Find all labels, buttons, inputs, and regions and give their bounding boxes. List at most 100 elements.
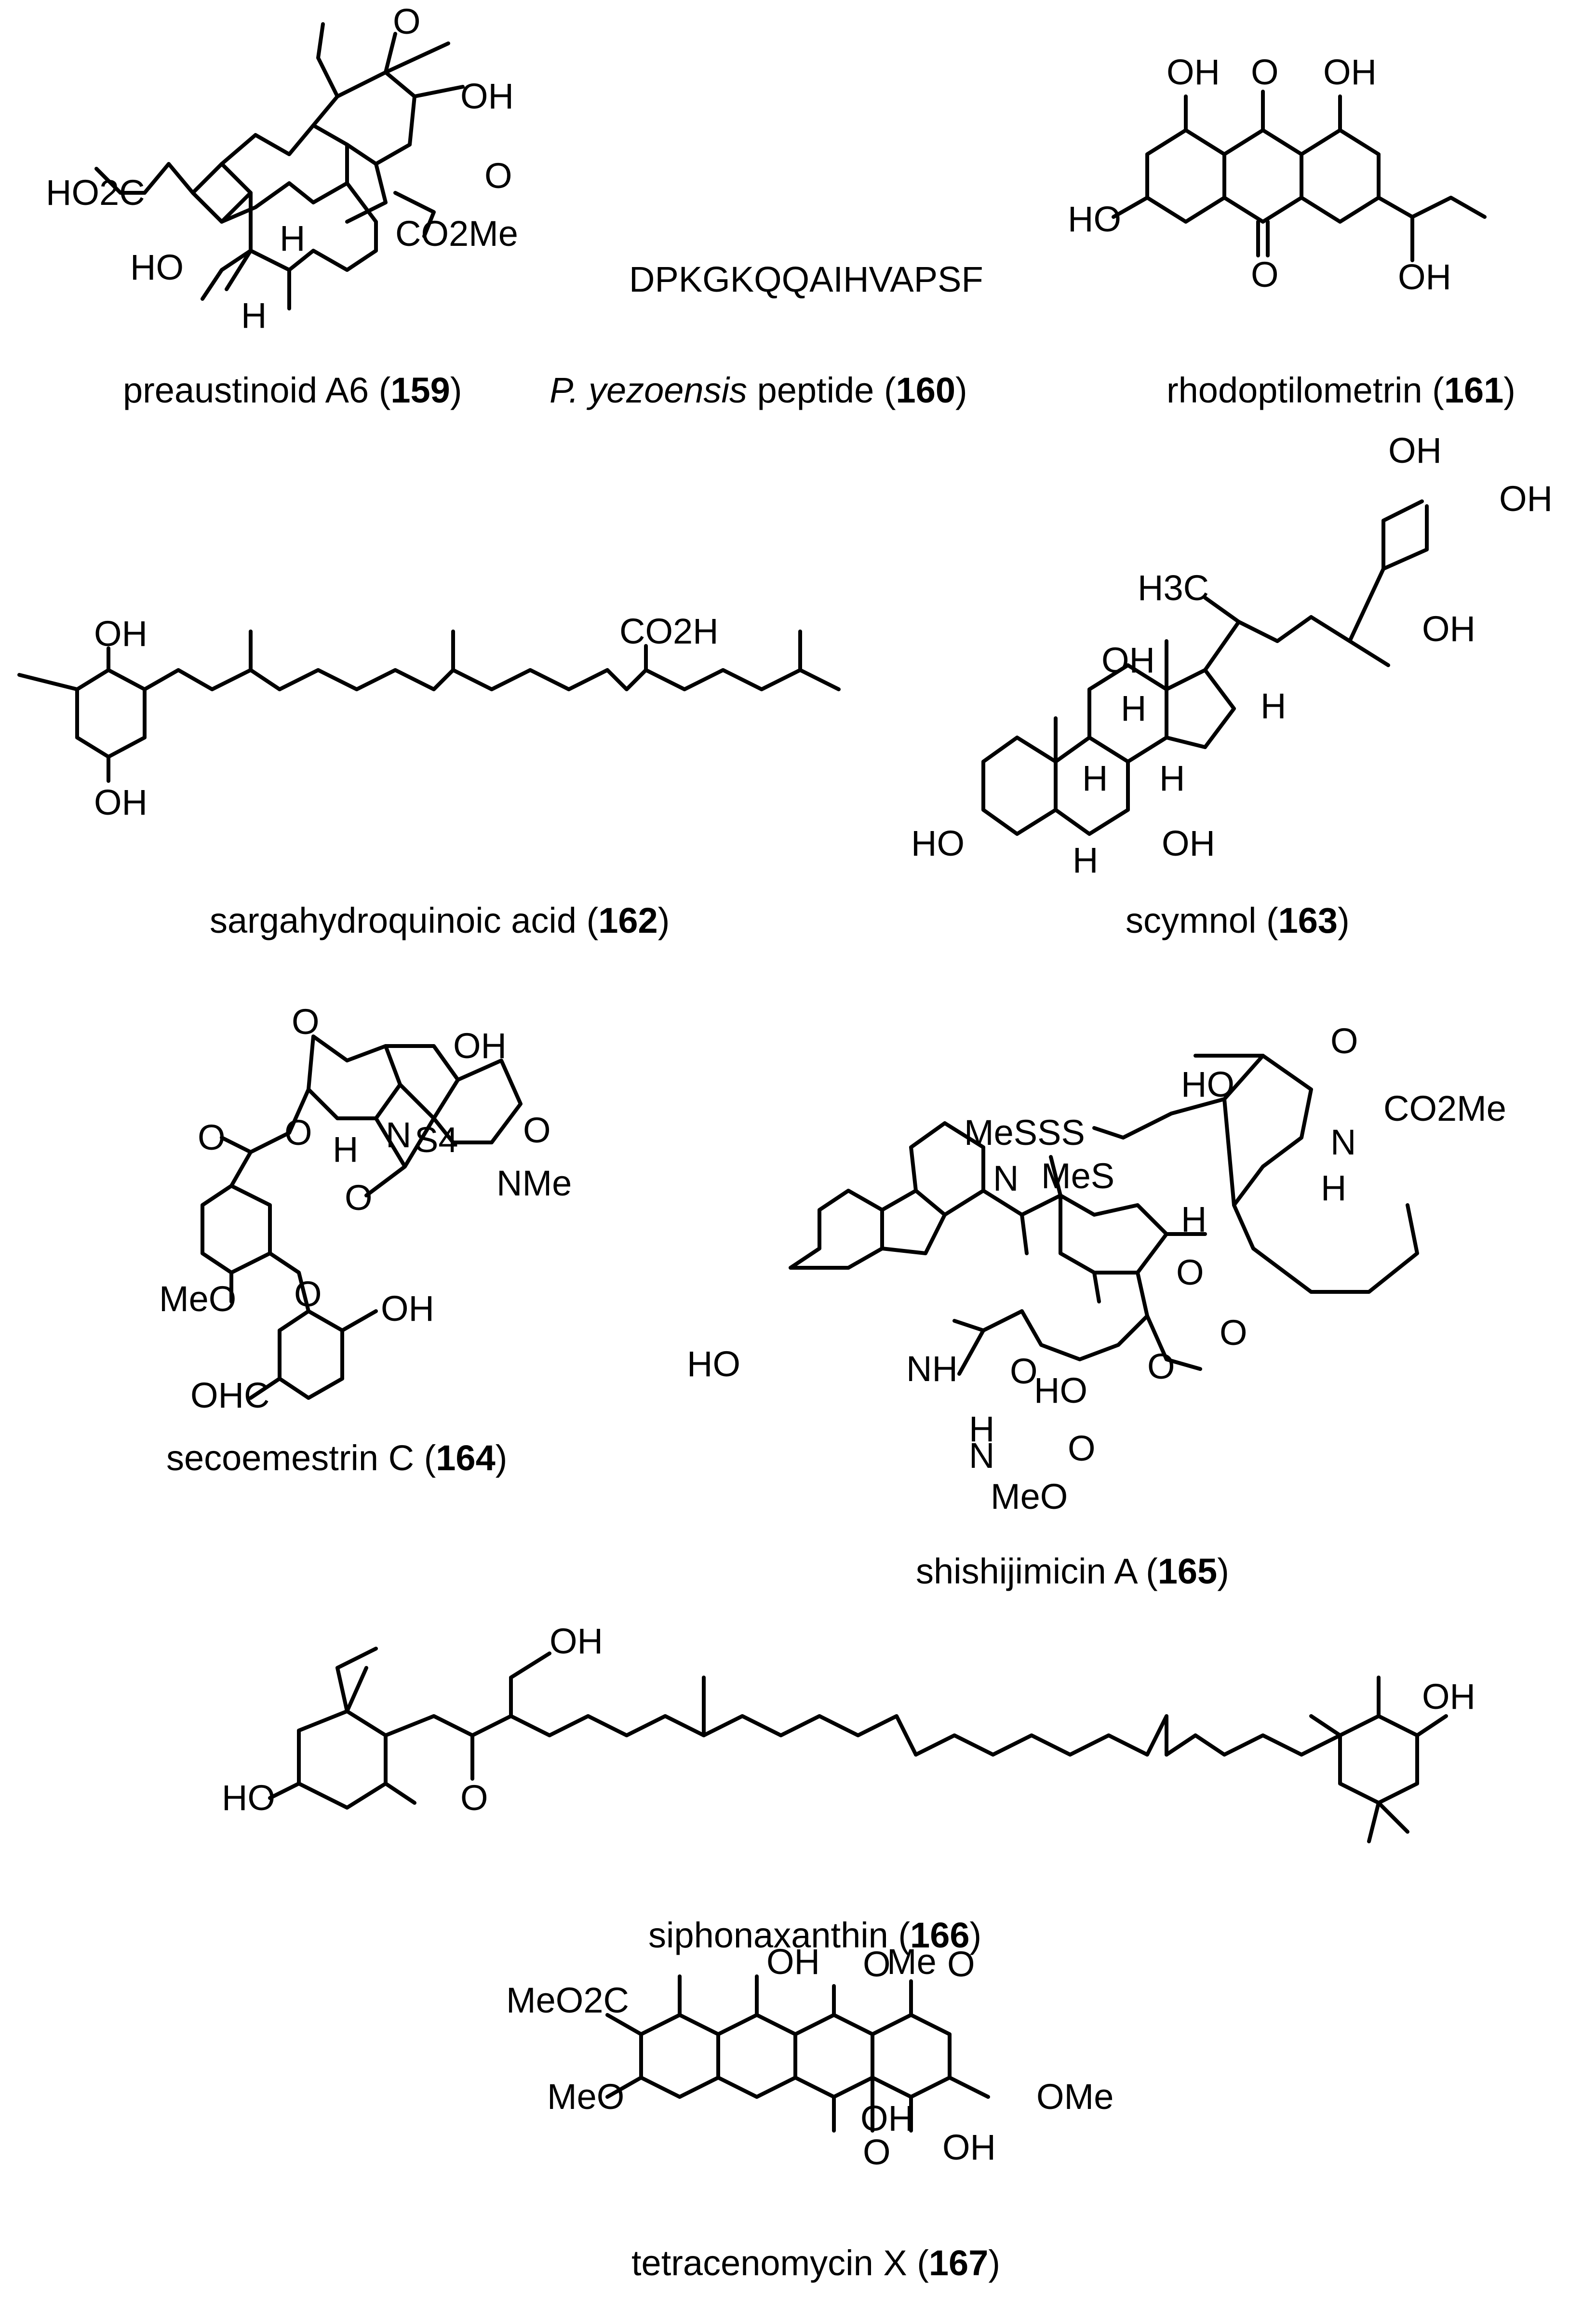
- caption-163-name: scymnol: [1126, 900, 1256, 940]
- label-159-co2me: CO2Me: [395, 214, 518, 254]
- label-163-oh-r: OH: [1499, 479, 1553, 519]
- label-165-o-sug2: O: [1147, 1346, 1175, 1386]
- label-167-o1: O: [863, 1944, 891, 1984]
- label-167-o3: O: [863, 2132, 891, 2172]
- caption-161: rhodoptilometrin (161): [1167, 370, 1516, 410]
- caption-162-number: 162: [598, 900, 657, 940]
- structure-161: OH O OH HO O OH: [1068, 52, 1487, 297]
- label-159-oh: OH: [460, 76, 514, 116]
- caption-160: P. yezoensis peptide (160): [550, 370, 967, 410]
- structure-163: OH OH H3C OH OH H H H H HO H OH: [911, 430, 1553, 880]
- structure-166: OH OH HO O: [222, 1621, 1475, 1843]
- label-165-n-am: N: [969, 1436, 994, 1476]
- caption-160-species: P. yezoensis: [550, 370, 747, 410]
- caption-166-number: 166: [910, 1915, 969, 1955]
- label-164-oh2: OH: [381, 1289, 434, 1329]
- label-164-o-link: O: [284, 1113, 312, 1153]
- label-165-nh-ind: NH: [906, 1349, 958, 1389]
- label-166-o: O: [460, 1778, 488, 1818]
- label-165-meo: MeO: [991, 1476, 1068, 1517]
- label-159-ho: HO: [130, 247, 184, 287]
- label-164-h: H: [333, 1129, 358, 1169]
- label-165-messs: MeSSS: [964, 1113, 1085, 1153]
- label-167-ome-r: OMe: [1036, 2077, 1113, 2117]
- label-165-o-top: O: [1330, 1021, 1358, 1061]
- label-164-nme: NMe: [496, 1163, 572, 1203]
- label-163-oh7: OH: [1162, 823, 1215, 863]
- label-166-oh-top: OH: [550, 1621, 603, 1661]
- structure-167: OH O Me O MeO2C MeO OMe O OH OH: [506, 1942, 1113, 2172]
- caption-165-number: 165: [1158, 1551, 1217, 1591]
- label-163-oh12: OH: [1101, 640, 1155, 680]
- caption-166: siphonaxanthin (166): [648, 1915, 981, 1955]
- label-159-h: H: [280, 218, 305, 258]
- label-164-meo: MeO: [159, 1279, 236, 1319]
- label-163-h3c: H3C: [1138, 568, 1209, 608]
- structure-159: HO2C OH CO2Me HO H H O O: [46, 1, 518, 336]
- label-167-oh-top: OH: [766, 1942, 820, 1982]
- sequence-160: DPKGKQQAIHVAPSF: [629, 259, 983, 299]
- caption-160-suffix: peptide: [757, 370, 874, 410]
- label-159-h2: H: [241, 295, 267, 336]
- label-161-oh1: OH: [1167, 52, 1220, 92]
- label-159-ho2c: HO2C: [46, 173, 145, 213]
- label-164-o-ester: O: [198, 1117, 226, 1157]
- label-163-h9: H: [1082, 758, 1108, 798]
- structure-164: O OH H N S4 O NMe O O O MeO O OH OHC: [159, 1002, 572, 1415]
- label-167-ome-top: Me: [887, 1942, 937, 1982]
- label-165-ho-top: HO: [1181, 1064, 1234, 1104]
- label-165-h-carb: H: [1321, 1168, 1346, 1208]
- label-165-o-sug3: O: [1068, 1428, 1096, 1468]
- label-165-n-carb: N: [1330, 1122, 1356, 1162]
- caption-159: preaustinoid A6 (159): [123, 370, 462, 410]
- caption-162-name: sargahydroquinoic acid: [210, 900, 577, 940]
- label-164-o-ether: O: [294, 1274, 322, 1314]
- structure-162: OH OH CO2H: [17, 611, 841, 822]
- label-164-s4: S4: [415, 1120, 458, 1160]
- label-167-o2: O: [947, 1944, 975, 1984]
- label-164-o-ring: O: [292, 1002, 320, 1042]
- caption-167-number: 167: [929, 2243, 988, 2283]
- label-167-oh-b: OH: [860, 2098, 914, 2138]
- label-163-ho3: HO: [911, 823, 965, 863]
- label-167-oh-b2: OH: [942, 2127, 996, 2167]
- label-163-h5: H: [1073, 840, 1098, 880]
- label-167-meo: MeO: [547, 2077, 624, 2117]
- label-159-o2: O: [484, 156, 512, 196]
- caption-162: sargahydroquinoic acid (162): [210, 900, 670, 940]
- label-165-o-ket: O: [1010, 1351, 1038, 1391]
- label-164-ohc: OHC: [190, 1375, 269, 1415]
- caption-163: scymnol (163): [1126, 900, 1350, 940]
- label-161-o1: O: [1251, 52, 1279, 92]
- label-165-co2me: CO2Me: [1383, 1088, 1506, 1128]
- label-166-ho-l: HO: [222, 1778, 275, 1818]
- label-159-o1: O: [393, 1, 421, 41]
- label-165-o-gly: O: [1220, 1313, 1247, 1353]
- caption-160-number: 160: [896, 370, 955, 410]
- caption-167-name: tetracenomycin X: [631, 2243, 907, 2283]
- label-164-oh: OH: [453, 1026, 507, 1066]
- label-162-oh1: OH: [94, 614, 148, 654]
- label-165-mes: MeS: [1041, 1156, 1114, 1196]
- caption-163-number: 163: [1278, 900, 1338, 940]
- caption-159-name: preaustinoid A6: [123, 370, 369, 410]
- label-163-h17: H: [1261, 686, 1286, 726]
- label-161-oh2: OH: [1323, 52, 1377, 92]
- caption-167: tetracenomycin X (167): [631, 2243, 1000, 2283]
- caption-159-number: 159: [390, 370, 450, 410]
- label-165-n-py: N: [993, 1158, 1019, 1198]
- label-163-oh-side: OH: [1422, 609, 1475, 649]
- caption-166-name: siphonaxanthin: [648, 1915, 888, 1955]
- label-165-ho-ind: HO: [687, 1344, 740, 1384]
- caption-164-name: secoemestrin C: [166, 1438, 414, 1478]
- label-165-h-n: H: [969, 1409, 994, 1449]
- label-165-ho-sug: HO: [1034, 1370, 1087, 1410]
- label-166-oh-r: OH: [1422, 1677, 1475, 1717]
- caption-165: shishijimicin A (165): [916, 1551, 1229, 1591]
- caption-161-number: 161: [1444, 370, 1503, 410]
- label-165-h-ene: H: [1181, 1199, 1207, 1239]
- label-163-h14: H: [1159, 758, 1185, 798]
- label-162-oh2: OH: [94, 782, 148, 822]
- label-163-h8: H: [1121, 688, 1146, 728]
